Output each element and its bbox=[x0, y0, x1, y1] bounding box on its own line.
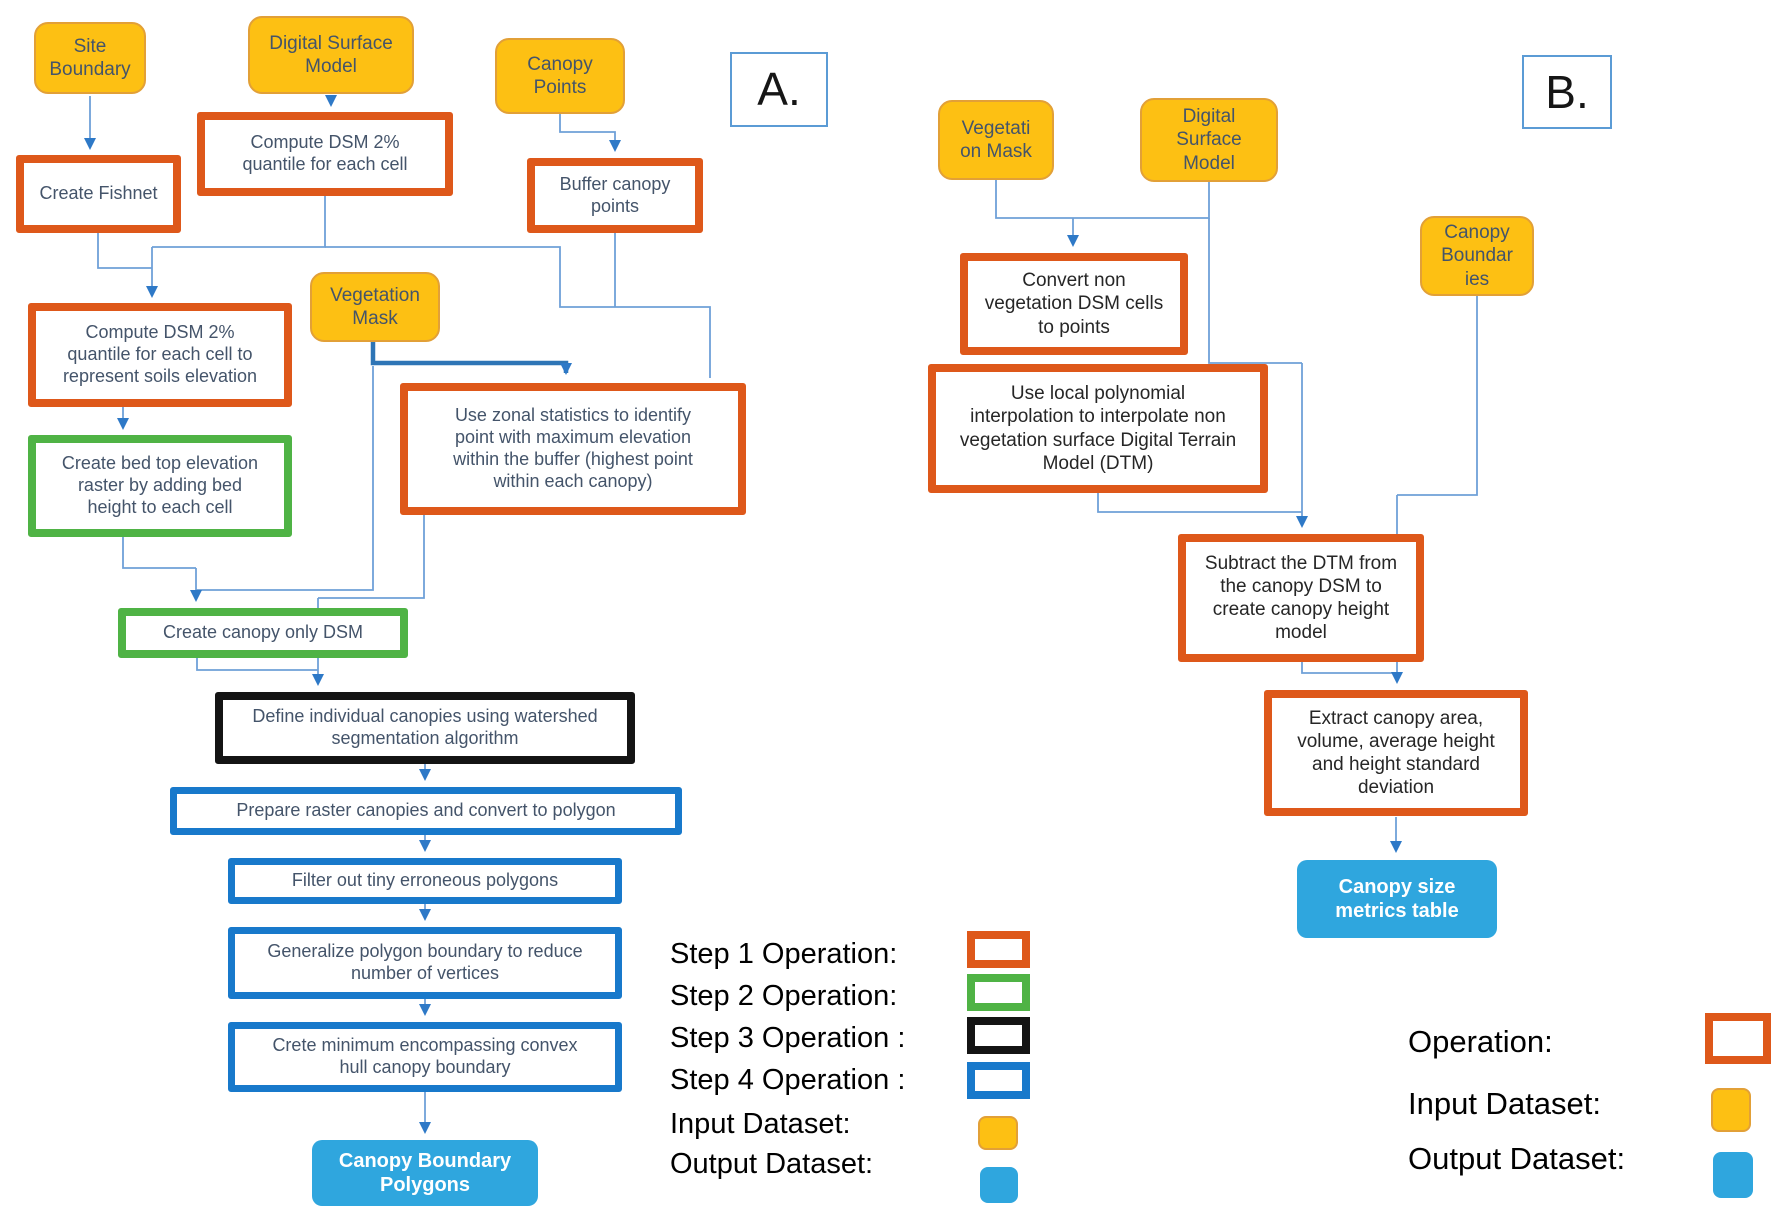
legend-a-input-swatch bbox=[978, 1116, 1018, 1150]
input-digital-surface-model-b: Digital Surface Model bbox=[1140, 98, 1278, 182]
op-bed-top-elevation: Create bed top elevation raster by addin… bbox=[28, 435, 292, 537]
legend-b-input-label: Input Dataset: bbox=[1408, 1086, 1602, 1121]
legend-a-step3-label: Step 3 Operation : bbox=[670, 1022, 906, 1054]
legend-a-step2-label: Step 2 Operation: bbox=[670, 980, 898, 1012]
op-convex-hull-boundary: Crete minimum encompassing convex hull c… bbox=[228, 1022, 622, 1092]
legend-b-output-label: Output Dataset: bbox=[1408, 1141, 1626, 1176]
legend-a-step1-swatch bbox=[967, 931, 1030, 968]
panel-b-label: B. bbox=[1522, 55, 1612, 129]
legend-a-step1-label: Step 1 Operation: bbox=[670, 938, 898, 970]
op-watershed-segmentation: Define individual canopies using watersh… bbox=[215, 692, 635, 764]
op-subtract-dtm: Subtract the DTM from the canopy DSM to … bbox=[1178, 534, 1424, 662]
panel-a-label: A. bbox=[730, 52, 828, 127]
output-canopy-boundary-polygons: Canopy Boundary Polygons bbox=[312, 1140, 538, 1206]
op-compute-dsm-quantile: Compute DSM 2% quantile for each cell bbox=[197, 112, 453, 196]
input-vegetation-mask-a: Vegetation Mask bbox=[310, 272, 440, 342]
legend-a-output-swatch bbox=[980, 1167, 1018, 1203]
legend-b-output-swatch bbox=[1713, 1152, 1753, 1198]
input-vegetation-mask-b: Vegetati on Mask bbox=[938, 100, 1054, 180]
op-create-fishnet: Create Fishnet bbox=[16, 155, 181, 233]
input-canopy-points: Canopy Points bbox=[495, 38, 625, 114]
input-canopy-boundaries: Canopy Boundar ies bbox=[1420, 216, 1534, 296]
legend-a-step4-label: Step 4 Operation : bbox=[670, 1064, 906, 1096]
op-generalize-boundary: Generalize polygon boundary to reduce nu… bbox=[228, 927, 622, 999]
legend-a-step3-swatch bbox=[967, 1017, 1030, 1054]
legend-b-operation-label: Operation: bbox=[1408, 1024, 1553, 1059]
op-convert-non-vegetation-cells: Convert non vegetation DSM cells to poin… bbox=[960, 253, 1188, 355]
legend-a-output-label: Output Dataset: bbox=[670, 1148, 874, 1180]
op-zonal-statistics: Use zonal statistics to identify point w… bbox=[400, 383, 746, 515]
op-buffer-canopy-points: Buffer canopy points bbox=[527, 158, 703, 233]
op-compute-soils-elevation: Compute DSM 2% quantile for each cell to… bbox=[28, 303, 292, 407]
op-filter-polygons: Filter out tiny erroneous polygons bbox=[228, 858, 622, 904]
legend-a-step2-swatch bbox=[967, 974, 1030, 1011]
op-extract-canopy-metrics: Extract canopy area, volume, average hei… bbox=[1264, 690, 1528, 816]
output-canopy-size-metrics-table: Canopy size metrics table bbox=[1297, 860, 1497, 938]
legend-b-operation-swatch bbox=[1705, 1013, 1771, 1064]
input-digital-surface-model-a: Digital Surface Model bbox=[248, 16, 414, 94]
op-local-polynomial-interpolation: Use local polynomial interpolation to in… bbox=[928, 364, 1268, 493]
legend-a-step4-swatch bbox=[967, 1062, 1030, 1099]
op-prepare-raster-canopies: Prepare raster canopies and convert to p… bbox=[170, 787, 682, 835]
legend-a-input-label: Input Dataset: bbox=[670, 1108, 851, 1140]
op-canopy-only-dsm: Create canopy only DSM bbox=[118, 608, 408, 658]
input-site-boundary: Site Boundary bbox=[34, 22, 146, 94]
legend-b-input-swatch bbox=[1711, 1088, 1751, 1132]
